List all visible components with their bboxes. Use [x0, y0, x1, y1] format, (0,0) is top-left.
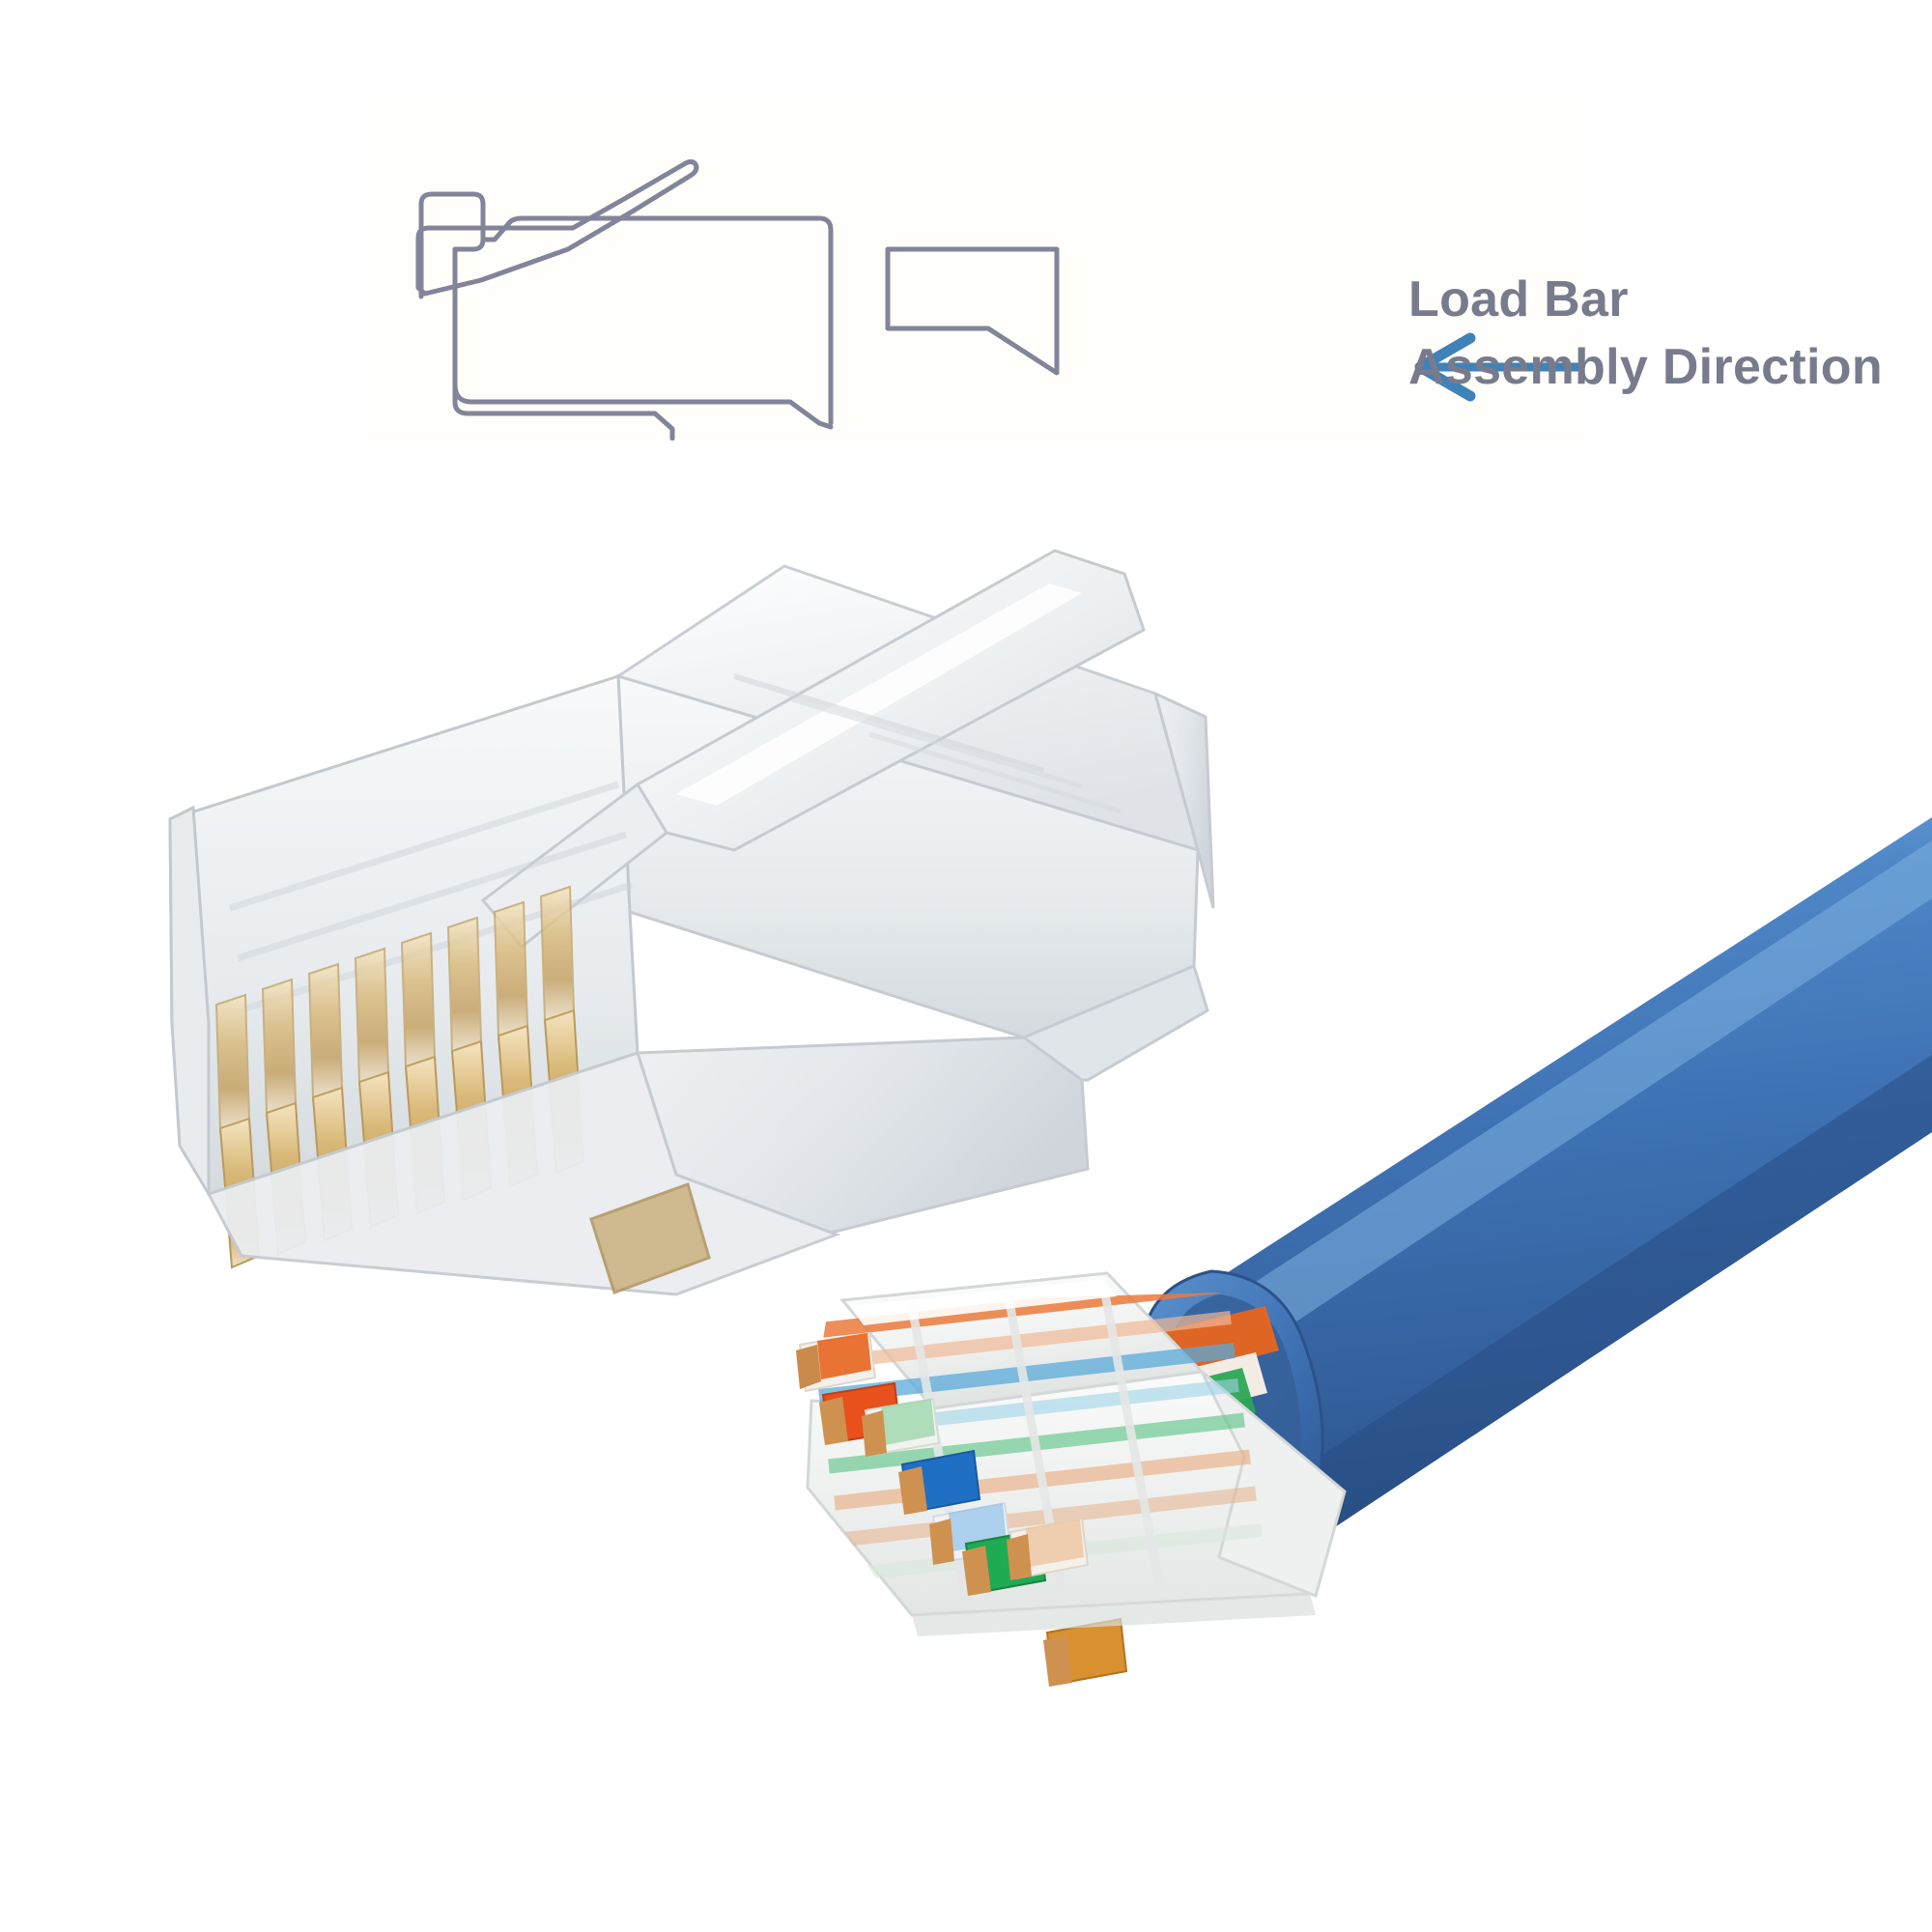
assembly-diagram-panel: Load Bar Assembly Direction	[365, 95, 1883, 440]
load-bar-top-highlight	[850, 1279, 1117, 1325]
wire-end-white-orange	[796, 1331, 877, 1393]
rj45-pass-through-connector	[168, 549, 1215, 1296]
cable-jacket-shadow	[1273, 1055, 1932, 1540]
connector-outline	[418, 191, 834, 440]
wire-end-white-green	[862, 1397, 941, 1457]
connector-gold-window	[589, 1182, 711, 1294]
latch-highlight	[676, 583, 1082, 806]
connector-right-side	[1152, 691, 1215, 909]
connector-lower-outline	[452, 382, 834, 430]
load-bar-bottom-shadow	[912, 1594, 1316, 1636]
assembly-direction-arrow	[1414, 332, 1584, 402]
assembly-diagram-svg	[415, 159, 1584, 440]
connector-rear-step	[1020, 963, 1209, 1082]
callout-line-2: Assembly Direction	[1408, 338, 1883, 395]
wire-end-blue	[898, 1449, 981, 1515]
load-bar-outline	[885, 246, 1060, 376]
wire-end-brown	[1043, 1617, 1128, 1687]
callout-line-1: Load Bar	[1408, 271, 1629, 327]
wire-ends	[796, 1331, 1128, 1687]
wire-end-white-brown	[1007, 1517, 1090, 1580]
callout-text-block: Load Bar Assembly Direction	[1408, 267, 1932, 401]
connector-top-ribs	[733, 673, 1122, 814]
cable-jacket-highlight	[1198, 840, 1932, 1364]
